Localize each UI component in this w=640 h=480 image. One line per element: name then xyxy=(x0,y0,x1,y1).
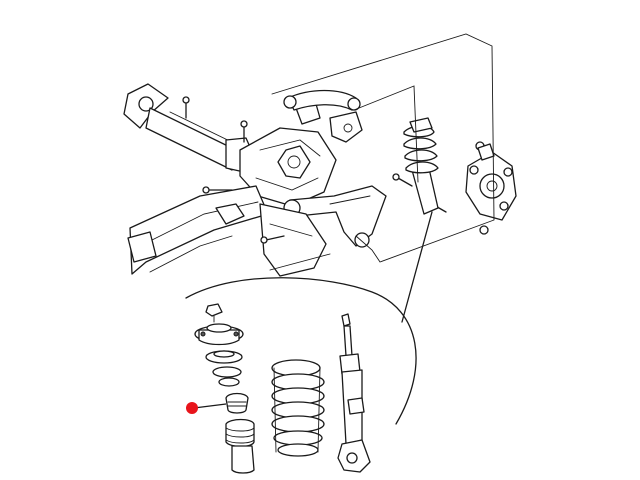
shock-absorber xyxy=(337,313,371,473)
upper-mount-nut xyxy=(205,303,223,323)
assembly-outline xyxy=(271,33,495,263)
frame-crossmember xyxy=(127,185,331,277)
callout-marker xyxy=(186,402,227,414)
differential-carrier xyxy=(239,103,337,207)
red-callout-dot xyxy=(186,402,198,414)
upper-mount xyxy=(194,323,244,346)
rear-suspension-assembly xyxy=(123,33,517,277)
dust-boot xyxy=(225,418,255,474)
rear-knuckle xyxy=(465,143,517,221)
strut-exploded-view xyxy=(186,303,371,474)
detail-leader-lines xyxy=(185,211,433,425)
jounce-bumper xyxy=(225,392,249,414)
upper-spring-isolator xyxy=(205,350,243,364)
coil-spring xyxy=(271,359,325,457)
installed-coil-over xyxy=(403,117,439,215)
spring-seat-rings xyxy=(212,366,242,387)
axle-housing-left xyxy=(123,83,255,173)
